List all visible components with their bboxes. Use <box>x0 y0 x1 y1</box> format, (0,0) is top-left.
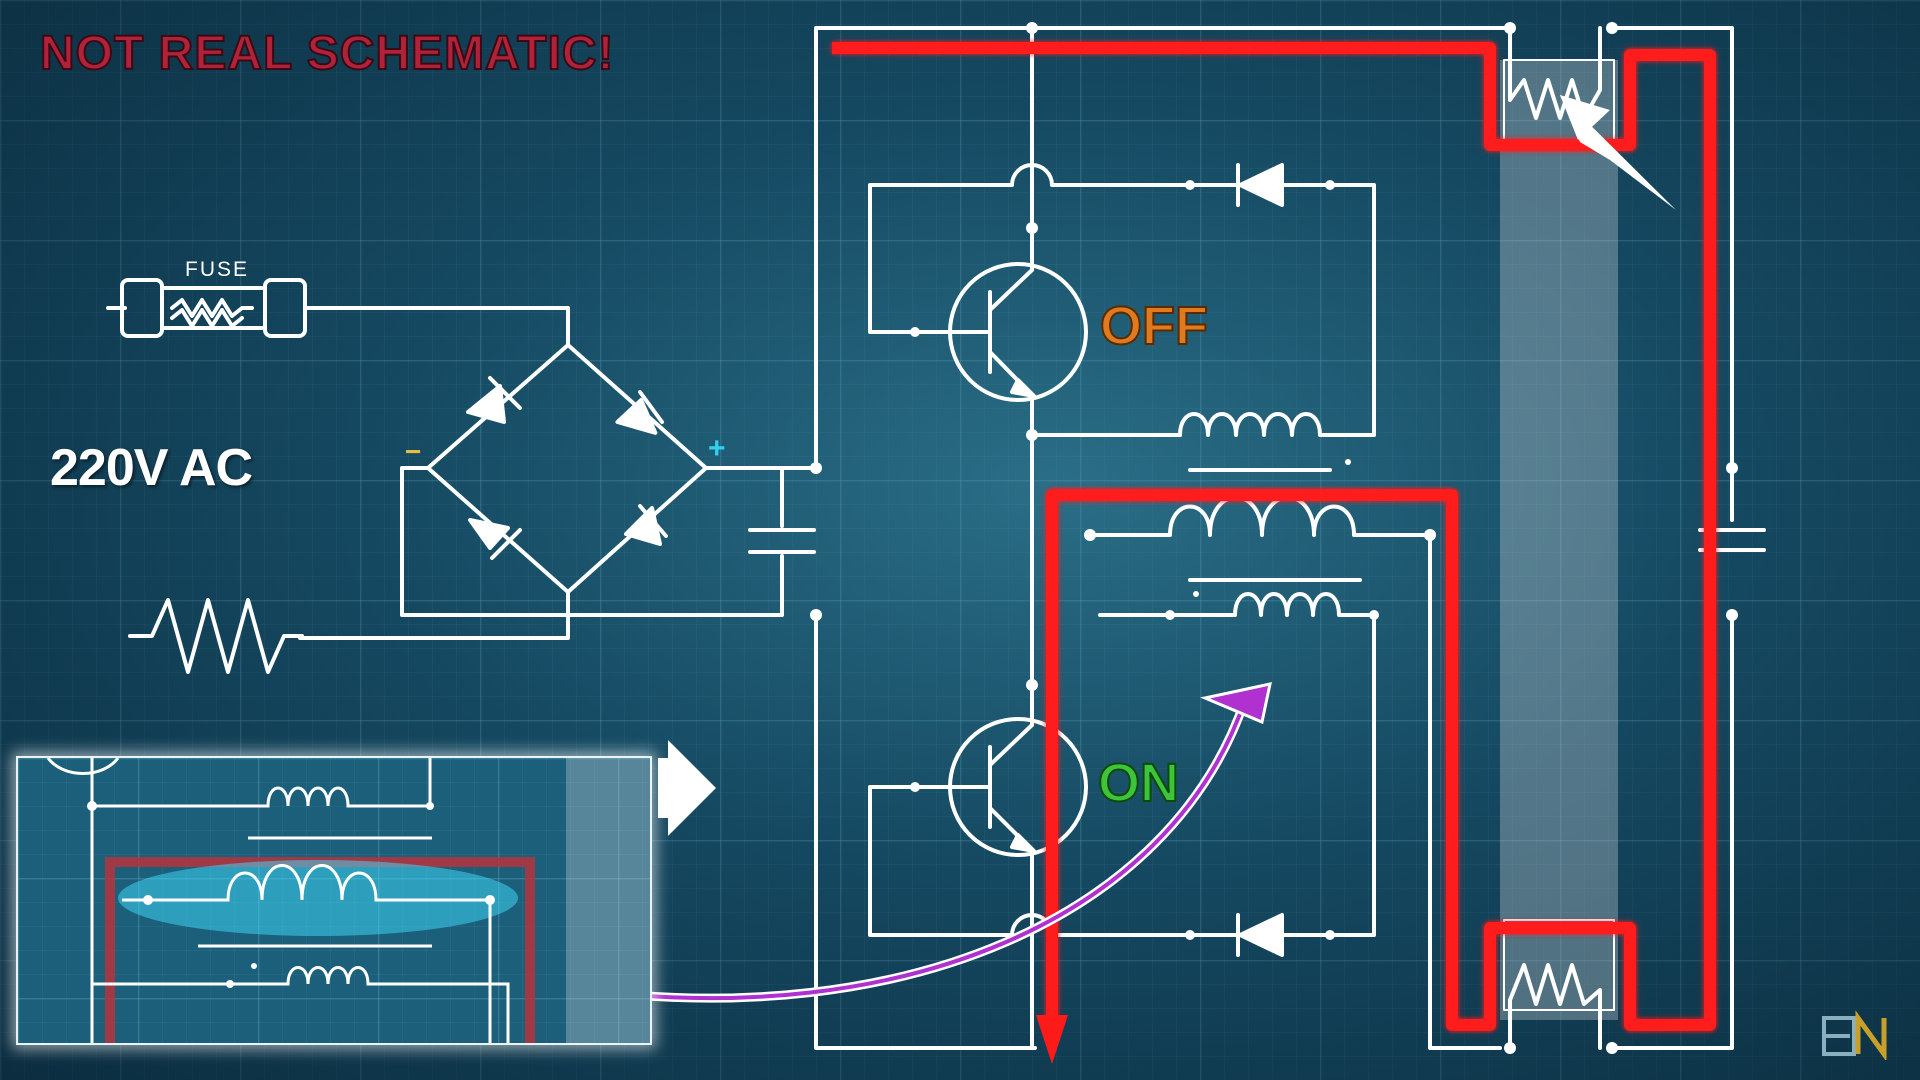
diode-icon <box>1188 913 1332 957</box>
transformer-icon <box>1088 412 1502 1050</box>
right-bus <box>1610 26 1734 522</box>
channel-logo-icon <box>1822 1010 1887 1060</box>
transistor-bottom-state: ON <box>1097 752 1180 814</box>
lamp-tube <box>1500 60 1618 1020</box>
diode-icon <box>1188 163 1376 437</box>
bridge-bottom-wire <box>298 590 570 640</box>
curved-arrow <box>584 698 1250 1003</box>
junction-dots <box>810 22 1738 1054</box>
emitter-top <box>1030 393 1182 437</box>
inset-diagram <box>46 758 650 1043</box>
fuse-icon <box>106 278 307 338</box>
current-arrow-head <box>1036 1015 1068 1064</box>
magnify-arrow <box>658 740 716 836</box>
bus-left <box>814 26 1512 470</box>
npn-transistor-icon <box>918 262 1088 402</box>
fuse-wire <box>303 306 570 347</box>
bridge-minus-wire <box>400 466 782 617</box>
pointer-arrow-head <box>1560 95 1610 140</box>
filament-icon <box>1503 919 1615 1050</box>
bus-left-lower <box>814 613 1037 1050</box>
plus-marker: + <box>708 432 726 465</box>
zoom-inset <box>16 756 652 1045</box>
resistor-icon <box>128 598 304 674</box>
transistor-top-state: OFF <box>1099 295 1209 357</box>
voltage-label: 220V AC <box>50 439 253 497</box>
npn-transistor-icon <box>918 717 1088 857</box>
bridge-rectifier-icon <box>426 343 708 594</box>
fuse-label: FUSE <box>185 258 250 281</box>
warning-title: NOT REAL SCHEMATIC! <box>39 26 615 81</box>
right-bus-lower <box>1610 613 1734 1050</box>
base-loop-top <box>868 163 1192 334</box>
capacitor-icon <box>748 466 816 617</box>
minus-marker: − <box>405 436 422 467</box>
curved-arrow-head <box>1200 682 1272 725</box>
current-path <box>832 42 1716 1031</box>
